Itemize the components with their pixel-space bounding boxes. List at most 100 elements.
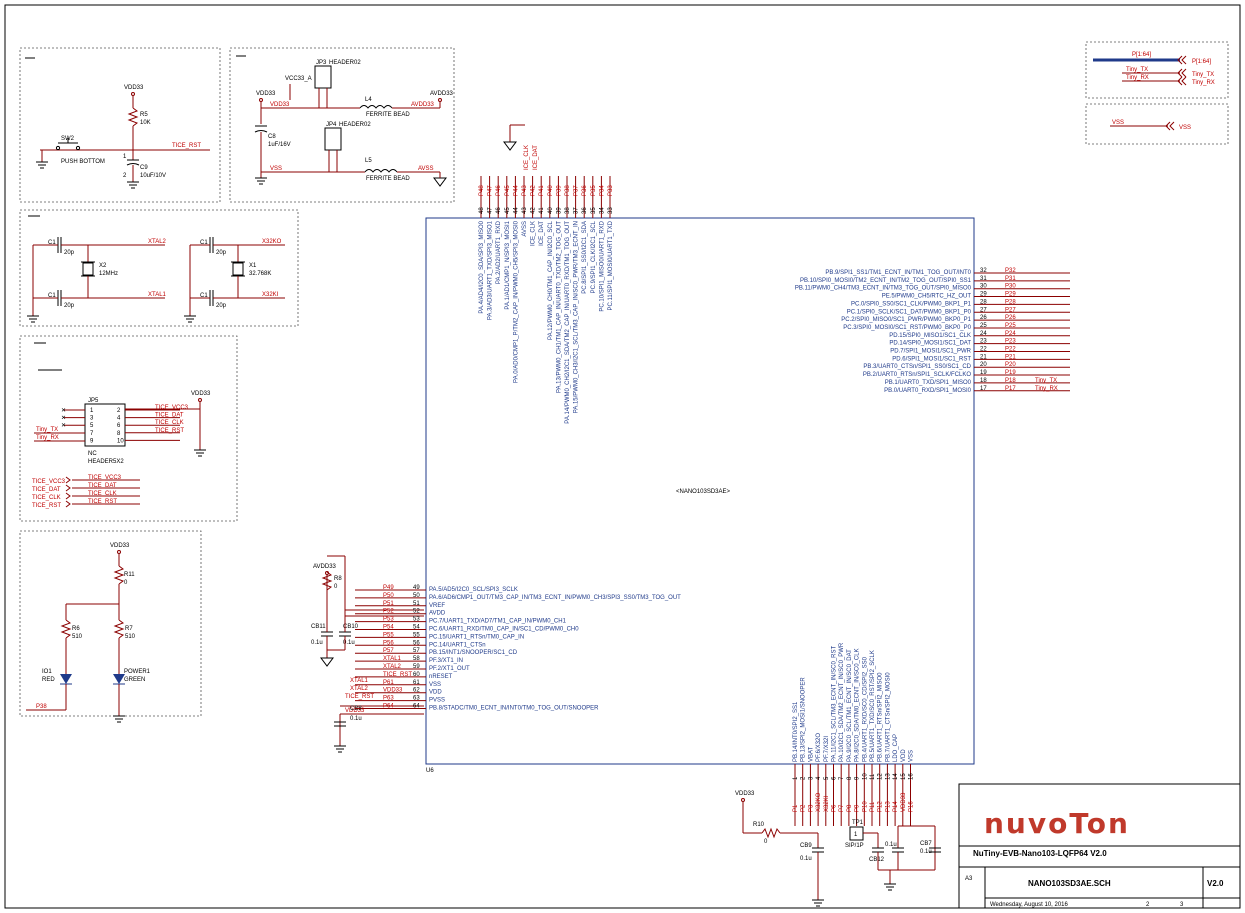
svg-text:1: 1 (854, 832, 858, 838)
pin-num-45: 45 (505, 207, 511, 214)
pin-name-39: PA.13/PWM0_CH1/TM1_CAP_IN/UART0_TXD/TM2_… (556, 221, 562, 393)
pin-net-48: P48 (479, 185, 485, 196)
pin-num-24: 24 (980, 331, 987, 337)
header-frame (19, 335, 238, 522)
port-list-right-0: TICE_VCC3 (88, 475, 122, 481)
pin-name-30: PB.11/PWM0_CH4/TM3_ECNT_IN/TM3_TOG_OUT/S… (795, 286, 972, 292)
ic-part-name: <NANO103SD3AE> (676, 489, 731, 495)
sheet-number: 2 (1146, 902, 1150, 908)
pin-name-21: PD.6/SPI1_MOSI1/SC1_RST (892, 356, 971, 362)
sheet-total: 3 (1180, 902, 1184, 908)
r5-resistor (127, 107, 139, 127)
pin-name-3: VBAT (808, 746, 814, 762)
reset-frame (19, 47, 221, 203)
pin-name-5: PF.7/X32I (824, 736, 830, 762)
avdd33-net: AVDD33 (411, 102, 435, 108)
pin-num-2: 2 (801, 776, 807, 780)
pin-name-54: PC.6/UART1_RXD/TM0_CAP_IN/SC1_CD/PWM0_CH… (429, 627, 579, 633)
pin-num-56: 56 (413, 640, 420, 646)
pin-net-13: P13 (885, 801, 891, 812)
r10-value: 0 (764, 839, 768, 845)
pin-net-11: P11 (870, 801, 876, 812)
pin-name-6: PA.11/I2C1_SCL/TM3_ECNT_IN/SC0_RST (832, 646, 838, 762)
port-list-left-1: TICE_DAT (32, 487, 61, 493)
pin-name-8: PA.9/I2C0_SCL/TM1_ECNT_IN/SC0_DAT (847, 649, 853, 762)
svg-text:Tiny_TX: Tiny_TX (1126, 67, 1148, 73)
led-vdd-label: VDD33 (110, 543, 130, 549)
pin-name-63: PVSS (429, 698, 445, 704)
port-list-right-2: TICE_CLK (88, 491, 117, 497)
no-connect-icon: ✕ (61, 423, 66, 429)
pin-num-6: 6 (832, 776, 838, 780)
pin-name-7: PA.10/I2C1_SDA/TM2_ECNT_IN/SC0_PWR (839, 642, 845, 762)
pin-net-1: P1 (793, 804, 799, 812)
crystal-frame (19, 209, 299, 327)
r7-ref: R7 (125, 626, 133, 632)
pin-name-61: VSS (429, 682, 441, 688)
pin-num-55: 55 (413, 632, 420, 638)
pin-name-56: PC.14/UART1_CTSn (429, 642, 486, 648)
jp4-ref: JP4 (326, 122, 337, 128)
pin-net-36: P36 (582, 185, 588, 196)
port-arrow-icon (65, 484, 71, 492)
x32ki-net: X32KI (262, 292, 279, 298)
pin-num-57: 57 (413, 648, 420, 654)
r11-ref: R11 (124, 572, 135, 578)
pin-net-40: P40 (548, 185, 554, 196)
avdd-tice: TICE_RST (345, 694, 374, 700)
pin-num-19: 19 (980, 370, 987, 376)
header-net-tice_clk: TICE_CLK (155, 420, 184, 426)
jp5-ref: JP5 (88, 398, 99, 404)
port-frame-2 (1085, 103, 1229, 145)
pin-name-31: PB.10/SPI0_MOSI0/TM2_ECNT_IN/TM2_TOG_OUT… (800, 278, 972, 284)
l4-value: FERRITE BEAD (366, 112, 410, 118)
l5-ferrite-bead (364, 169, 398, 173)
pin-name-46: PA.2/AD2/UART1_RXD (496, 220, 502, 284)
pin-name-20: PB.3/UART0_CTSn/SPI1_SS0/SC1_CD (863, 364, 971, 370)
pin-name-45: PA.1/AD1/CMP1_N/SPI3_MOSI1 (505, 220, 511, 309)
pin-num-10: 10 (862, 773, 868, 780)
header-pin-1: 1 (90, 408, 94, 414)
avdd-xtal2: XTAL2 (350, 686, 369, 692)
pin-net-50: P50 (383, 593, 394, 599)
pin-num-3: 3 (808, 776, 814, 780)
pin-num-37: 37 (574, 207, 580, 214)
r7-value: 510 (125, 634, 136, 640)
c1-ref-c: C1 (200, 240, 208, 246)
pin-num-13: 13 (885, 773, 891, 780)
jp5-nc: NC (88, 451, 97, 457)
pin-name-23: PD.14/SPI0_MOSI1/SC1_DAT (889, 341, 971, 347)
pin-name-19: PB.2/UART0_RTSn/SPI1_SCLK/FCLKO (863, 372, 971, 378)
pin-name-36: PC.8/SPI1_SS0/I2C1_SDA (582, 221, 588, 294)
cb11-value: 0.1u (311, 640, 323, 646)
ground-symbol (36, 161, 48, 169)
pin-num-26: 26 (980, 315, 987, 321)
pin-num-1: 1 (793, 776, 799, 780)
no-connect-icon: ✕ (61, 408, 66, 414)
pin-net-33: P33 (608, 185, 614, 196)
jp4-header (324, 127, 342, 151)
pin-num-22: 22 (980, 347, 987, 353)
sw2-label: PUSH BOTTOM (61, 159, 105, 165)
port-list-left-0: TICE_VCC3 (32, 479, 66, 485)
pin-num-8: 8 (847, 776, 853, 780)
io1-color: RED (42, 677, 55, 683)
led-frame (19, 530, 202, 717)
pin-num-5: 5 (824, 776, 830, 780)
avss-net: AVSS (418, 166, 434, 172)
pin-net-57: P57 (383, 648, 394, 654)
io1-led (60, 674, 72, 684)
pin-net-45: P45 (505, 185, 511, 196)
pin-num-32: 32 (980, 268, 987, 274)
pin-num-41: 41 (539, 207, 545, 214)
pin-net-5: X32KI (824, 795, 830, 812)
pin-name-10: PB.4/UART1_RXD/SC0_CD/SPI2_SS0 (862, 656, 868, 762)
header-pin-9: 9 (90, 438, 94, 444)
pin-name-55: PC.15/UART1_RTSn/TM0_CAP_IN (429, 634, 524, 640)
pin-num-59: 59 (413, 664, 420, 670)
pin-name-41: ICE_DAT (539, 221, 545, 246)
c1-ref-a: C1 (48, 240, 56, 246)
nuvoton-logo: nuvoTon (984, 807, 1130, 840)
